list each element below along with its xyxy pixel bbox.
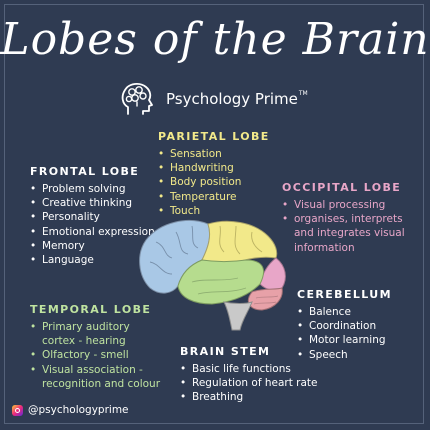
list-item: cortex - hearing [42, 335, 126, 348]
cerebellum-shape [247, 287, 283, 311]
border-frame [4, 4, 424, 424]
list-item: Emotional expression [30, 225, 155, 239]
list-item: Coordination [297, 319, 392, 333]
list-item: organises, interprets [282, 212, 405, 226]
parietal-lobe-section: PARIETAL LOBE Sensation Handwriting Body… [158, 130, 270, 218]
list-item: Language [30, 253, 155, 267]
list-item: Problem solving [30, 182, 155, 196]
social-footer: @psychologyprime [12, 404, 129, 416]
list-item: Olfactory - smell [30, 348, 160, 362]
cerebellum-list: Balence Coordination Motor learning Spee… [297, 305, 392, 362]
temporal-lobe-title: TEMPORAL LOBE [30, 303, 152, 316]
brain-stem-shape [223, 301, 253, 331]
list-item: Temperature [158, 190, 270, 204]
list-item: Basic life functions [180, 362, 318, 376]
list-item: Visual processing [282, 198, 405, 212]
brand-name: Psychology PrimeTM [166, 90, 308, 108]
list-item: Speech [297, 348, 392, 362]
temporal-lobe-shape [177, 259, 264, 305]
list-item: Breathing [180, 390, 318, 404]
temporal-lobe-section: TEMPORAL LOBE Primary auditory cortex - … [30, 303, 160, 391]
list-item: Motor learning [297, 333, 392, 347]
list-item: Creative thinking [30, 196, 155, 210]
list-item: Balence [297, 305, 392, 319]
head-brain-icon [121, 83, 153, 115]
brain-stem-list: Basic life functions Regulation of heart… [180, 362, 318, 405]
instagram-icon[interactable] [12, 404, 23, 416]
list-item: Touch [158, 204, 270, 218]
brand-logo: Psychology PrimeTM [118, 80, 308, 118]
occipital-lobe-section: OCCIPITAL LOBE Visual processing organis… [282, 181, 405, 255]
list-item: recognition and colour [42, 377, 161, 390]
list-item: Memory [30, 239, 155, 253]
list-item: Primary auditory [30, 320, 160, 334]
occipital-lobe-list: Visual processing organises, interprets … [282, 198, 405, 255]
parietal-lobe-list: Sensation Handwriting Body position Temp… [158, 147, 270, 218]
frontal-lobe-list: Problem solving Creative thinking Person… [30, 182, 155, 267]
brain-stem-section: BRAIN STEM Basic life functions Regulati… [180, 345, 318, 405]
brain-diagram [139, 220, 286, 331]
list-item: information [294, 241, 355, 254]
list-item: Body position [158, 175, 270, 189]
page-title: Lobes of the Brain [0, 14, 430, 65]
list-item: Sensation [158, 147, 270, 161]
list-item: and integrates visual [294, 227, 405, 240]
brain-stem-title: BRAIN STEM [180, 345, 271, 358]
frontal-lobe-section: FRONTAL LOBE Problem solving Creative th… [30, 165, 155, 267]
list-item: Regulation of heart rate [180, 376, 318, 390]
instagram-handle[interactable]: @psychologyprime [28, 404, 129, 416]
temporal-lobe-list: Primary auditory cortex - hearing Olfact… [30, 320, 160, 391]
list-item: Visual association - [30, 363, 160, 377]
occipital-lobe-title: OCCIPITAL LOBE [282, 181, 402, 194]
parietal-lobe-shape [201, 220, 278, 265]
list-item: Handwriting [158, 161, 270, 175]
cerebellum-title: CEREBELLUM [297, 288, 392, 301]
list-item: Personality [30, 210, 155, 224]
parietal-lobe-title: PARIETAL LOBE [158, 130, 270, 143]
cerebellum-section: CEREBELLUM Balence Coordination Motor le… [297, 288, 392, 362]
frontal-lobe-title: FRONTAL LOBE [30, 165, 140, 178]
